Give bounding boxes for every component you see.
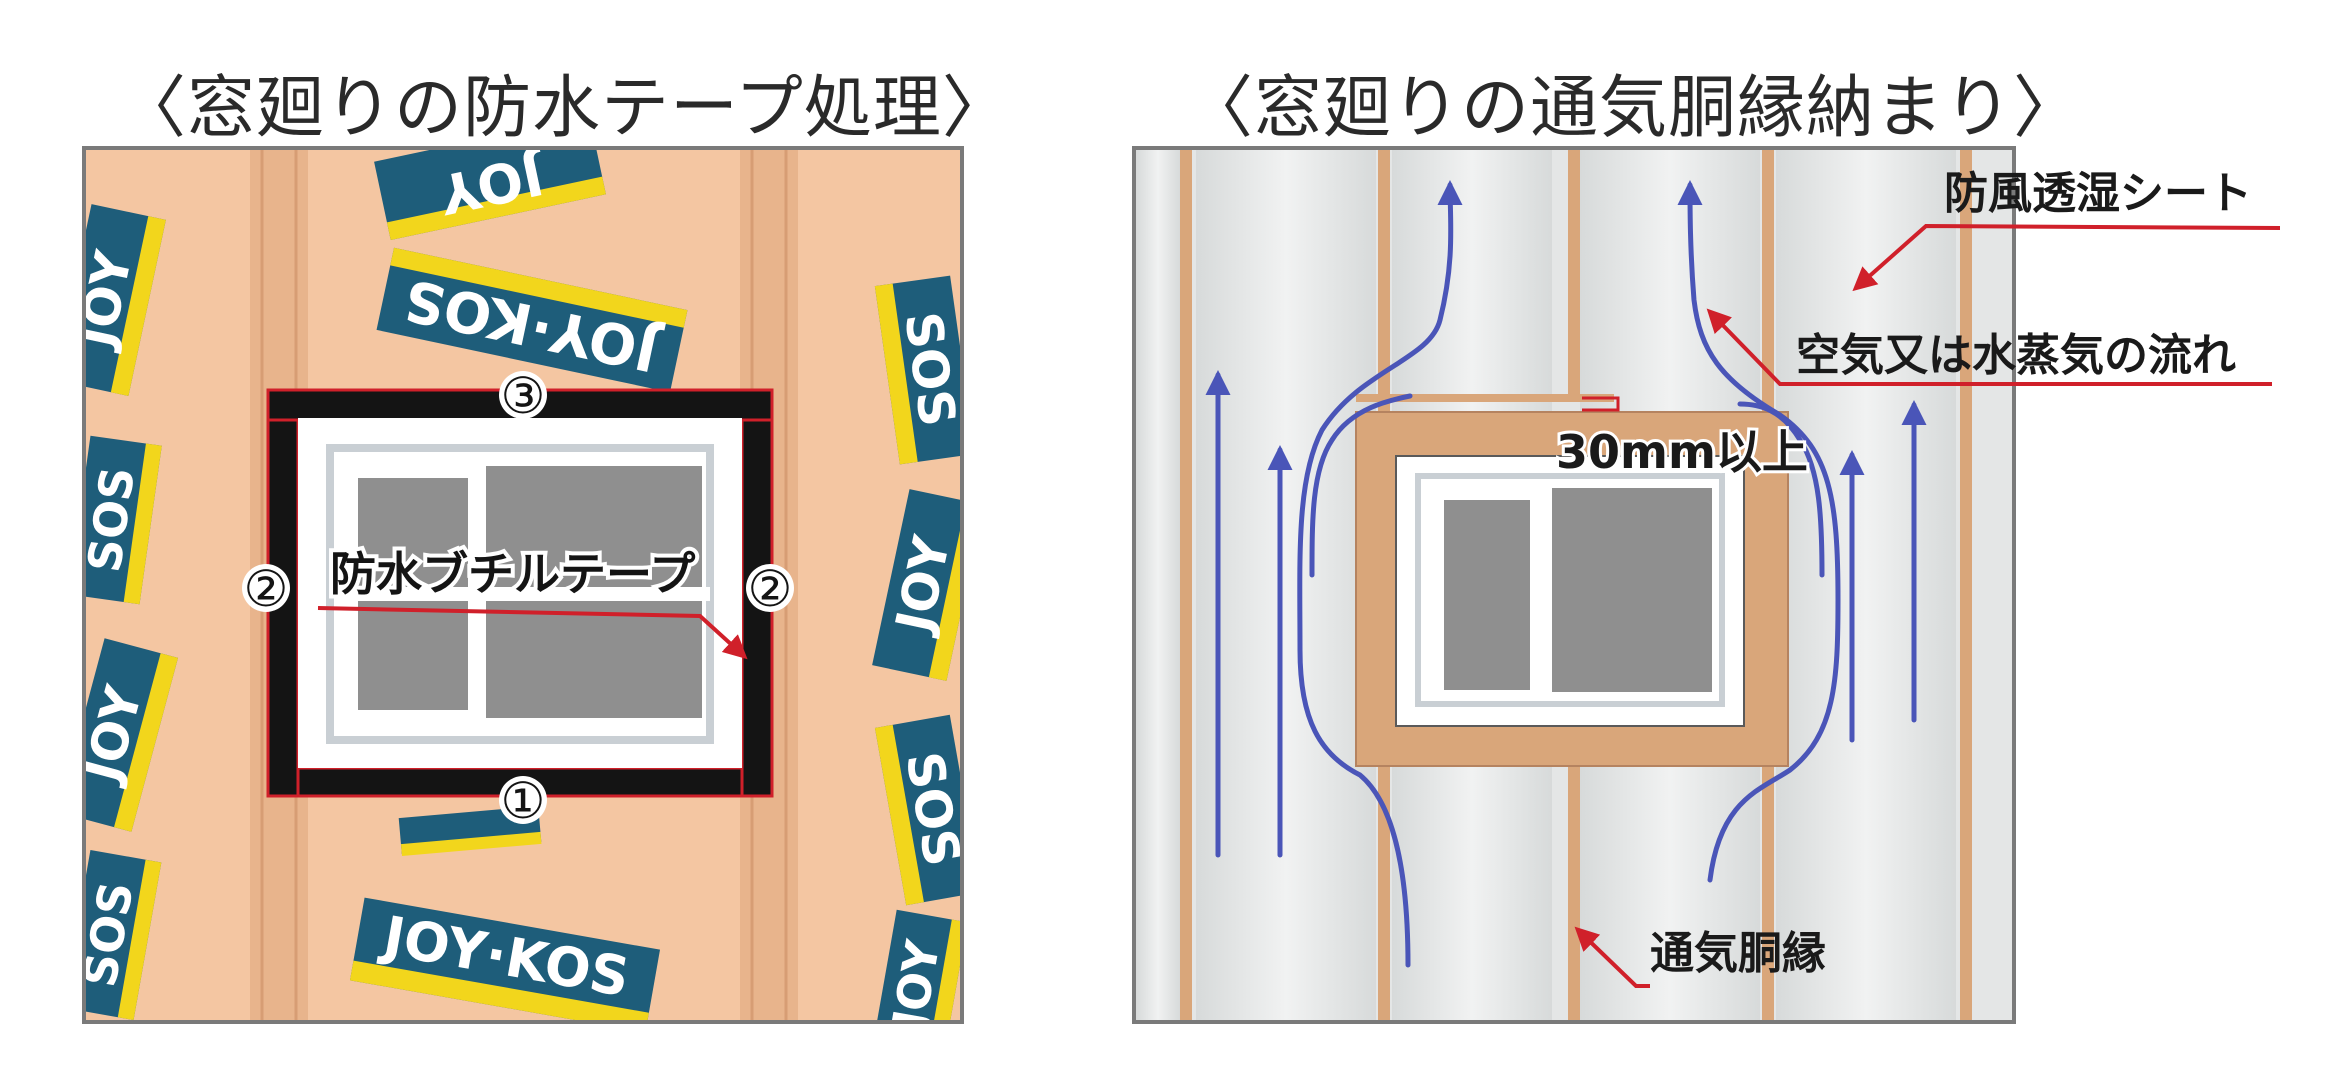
batten-4-bottom — [1762, 762, 1774, 1020]
airflow-arrow-icon — [1205, 180, 1927, 968]
svg-text:②: ② — [244, 560, 289, 618]
step-marker-3: ③ — [499, 367, 547, 425]
svg-text:①: ① — [501, 772, 546, 830]
right-panel: 防風透湿シート 空気又は水蒸気の流れ 30mm以上 通気胴縁 — [1132, 146, 2281, 1024]
arrow-icon — [317, 606, 748, 660]
batten-3-top — [1568, 150, 1580, 400]
step-marker-2-left: ② — [242, 560, 290, 618]
arrow-icon — [1574, 926, 1650, 988]
label-furring: 通気胴縁 — [1650, 928, 1826, 979]
left-panel-title: 〈窓廻りの防水テープ処理〉 — [118, 69, 1011, 148]
step-marker-2-right: ② — [746, 560, 794, 618]
label-gap: 30mm以上 — [1556, 425, 1808, 479]
batten-4-top — [1762, 150, 1774, 420]
arrow-icon — [1852, 223, 2281, 292]
brand-tag-5: SOS — [86, 435, 162, 605]
batten-3-bottom — [1568, 762, 1580, 1020]
window-glass-right-right — [1552, 488, 1712, 692]
batten-2-bottom — [1378, 762, 1390, 1020]
brand-tag-12 — [398, 805, 542, 857]
brand-tag-11: JOY — [872, 909, 960, 1020]
svg-text:②: ② — [748, 560, 793, 618]
callout-butyl-tape: 防水ブチルテープ — [330, 547, 695, 601]
brand-tag-8: SOS — [874, 714, 960, 906]
batten-1 — [1180, 150, 1192, 1020]
left-panel: JOY JOY·KOS JOY SOS — [82, 146, 964, 1024]
right-panel-title: 〈窓廻りの通気胴縁納まり〉 — [1185, 69, 2083, 148]
svg-text:③: ③ — [501, 367, 546, 425]
brand-tag-3: JOY — [86, 204, 166, 396]
gap-bracket — [1582, 396, 1620, 412]
window-glass-right-left — [1444, 500, 1530, 690]
step-marker-1: ① — [499, 772, 547, 830]
brand-tag-9: SOS — [86, 849, 162, 1020]
batten-5 — [1960, 150, 1972, 1020]
batten-2-top — [1378, 150, 1390, 420]
label-sheet: 防風透湿シート — [1944, 168, 2252, 219]
arrow-icon — [1706, 308, 2272, 386]
label-airflow: 空気又は水蒸気の流れ — [1796, 330, 2236, 381]
brand-tag-7: JOY — [86, 638, 178, 832]
brand-tag-4: SOS — [874, 275, 960, 465]
